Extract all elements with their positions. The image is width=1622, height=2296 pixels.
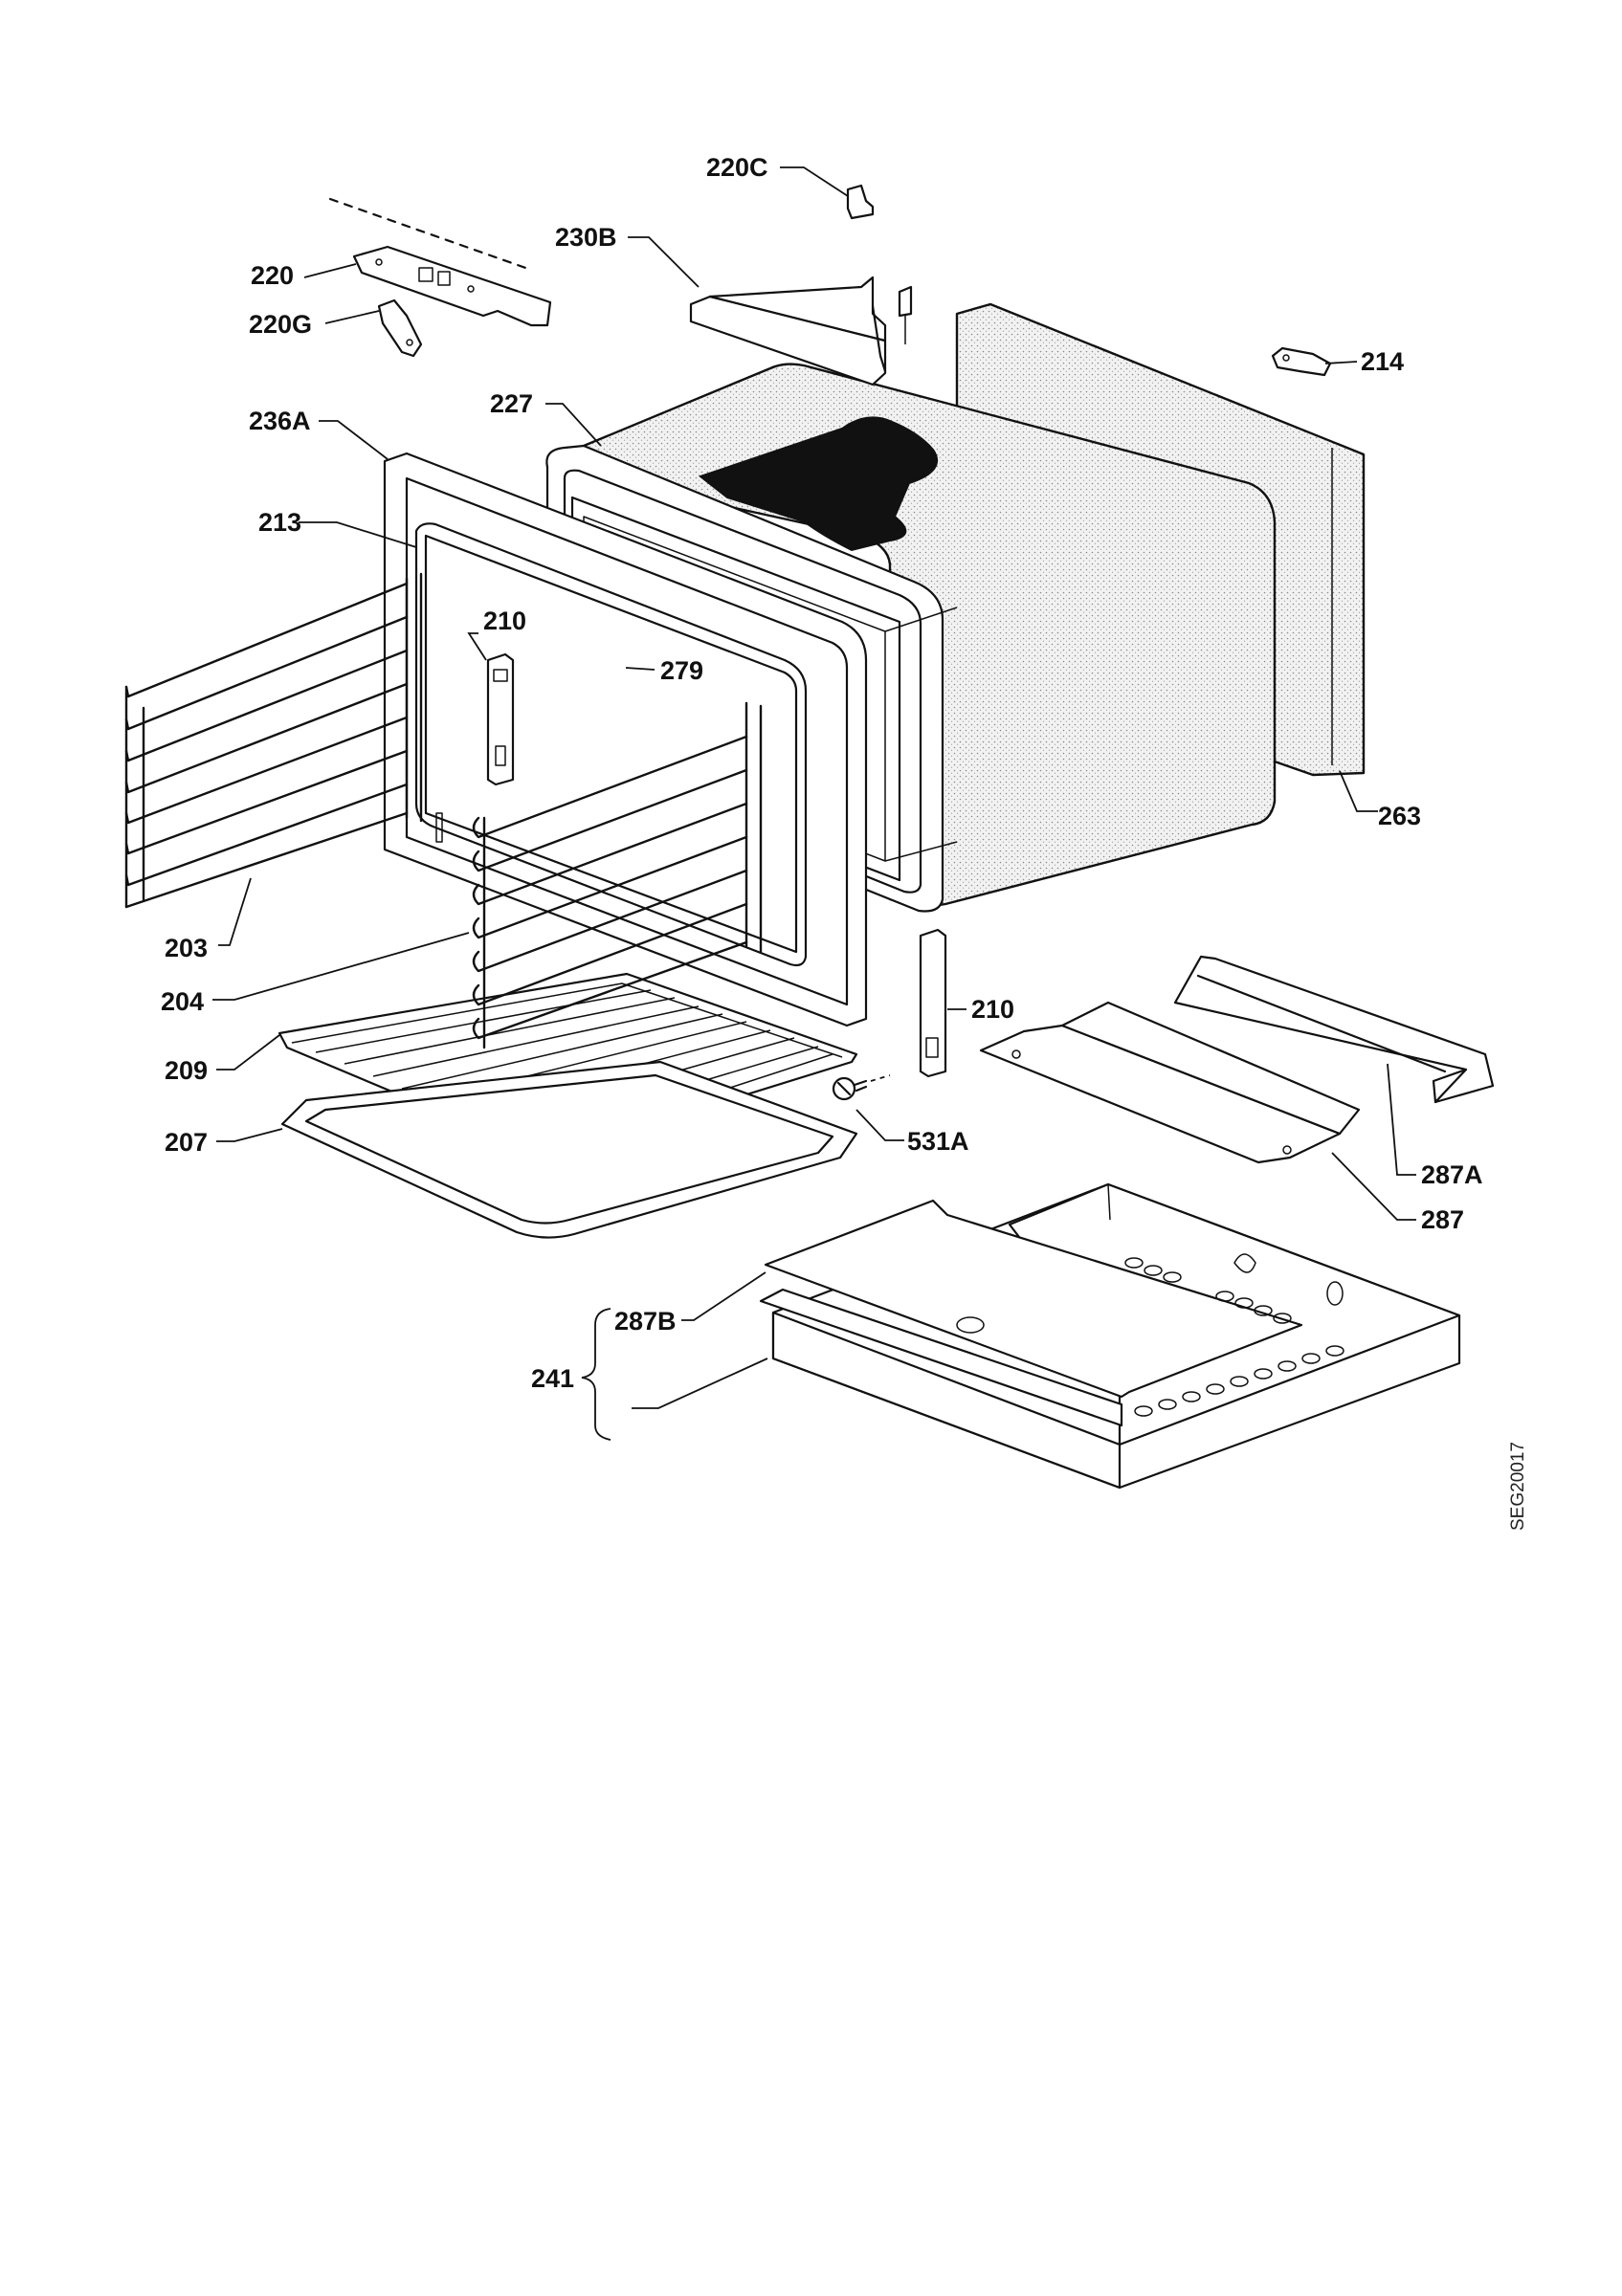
leader-lines bbox=[212, 166, 1416, 1441]
clip-part bbox=[846, 184, 875, 220]
lamp-holder-lower bbox=[919, 928, 947, 1078]
callout-263: 263 bbox=[1378, 802, 1421, 830]
callout-227: 227 bbox=[490, 389, 533, 418]
lamp-holder-upper bbox=[486, 652, 515, 786]
callout-531A: 531A bbox=[907, 1127, 969, 1156]
callout-207: 207 bbox=[165, 1128, 208, 1157]
callout-279: 279 bbox=[660, 656, 703, 685]
callout-203: 203 bbox=[165, 934, 208, 962]
drawing-code: SEG20017 bbox=[1508, 1442, 1528, 1531]
support-rail bbox=[1173, 955, 1495, 1104]
screw-part bbox=[832, 1074, 891, 1101]
heat-shield-panel bbox=[979, 1001, 1361, 1164]
shelf-support-left bbox=[124, 572, 423, 909]
cooling-duct bbox=[689, 276, 913, 386]
callout-220G: 220G bbox=[249, 310, 312, 339]
callout-287A: 287A bbox=[1421, 1160, 1483, 1189]
callout-210-upper: 210 bbox=[483, 607, 526, 635]
callout-210-lower: 210 bbox=[971, 995, 1014, 1024]
callout-287B: 287B bbox=[614, 1307, 677, 1336]
shelf-support-right bbox=[472, 701, 763, 1049]
callout-287: 287 bbox=[1421, 1205, 1464, 1234]
callout-213: 213 bbox=[258, 508, 301, 537]
callout-241: 241 bbox=[531, 1364, 574, 1393]
callout-230B: 230B bbox=[555, 223, 617, 252]
connector-part bbox=[1271, 346, 1332, 377]
callout-204: 204 bbox=[161, 987, 204, 1016]
callout-214: 214 bbox=[1361, 347, 1404, 376]
callout-209: 209 bbox=[165, 1056, 208, 1085]
door-seal bbox=[414, 522, 808, 967]
callout-220C: 220C bbox=[706, 153, 768, 182]
bottom-drawer bbox=[759, 1182, 1461, 1490]
callout-236A: 236A bbox=[249, 407, 311, 435]
baking-tray bbox=[280, 1060, 858, 1239]
small-bracket bbox=[377, 298, 423, 358]
callout-220: 220 bbox=[251, 261, 294, 290]
lamp-bracket bbox=[328, 197, 552, 327]
callout-labels: 220C 230B 220 220G 214 227 236A 213 210 … bbox=[161, 153, 1528, 1531]
